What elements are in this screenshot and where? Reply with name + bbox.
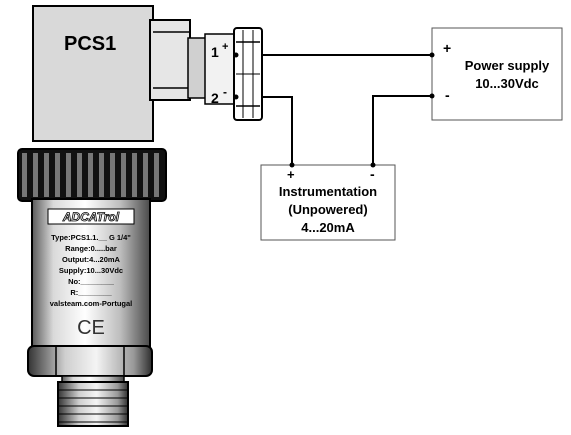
wire-instr-minus-to-psu-minus [372,95,432,165]
device-title: PCS1 [64,33,116,55]
instr-minus-dot [370,162,376,168]
instr-line-2: (Unpowered) [288,202,367,217]
adcatrol-logo: ADCATrol [47,208,135,225]
terminal-2-dot [233,94,239,100]
nameplate-type: Type:PCS1.1.__ G 1/4" [51,233,131,242]
nameplate-output: Output:4...20mA [62,255,121,264]
psu-plus-dot [429,52,435,58]
instrumentation: + - Instrumentation (Unpowered) 4...20mA [260,162,396,241]
nameplate-number: No:________ [68,277,115,286]
instrumentation-box [260,164,396,241]
psu-minus-label: - [445,87,450,103]
terminal-1-polarity: + [222,41,228,53]
ce-mark: CE [77,317,105,339]
psu-rating: 10...30Vdc [475,76,539,91]
terminal-2-polarity: - [223,85,227,99]
brand-logo-text: ADCATrol [62,210,120,224]
instr-plus-label: + [287,167,295,182]
power-supply: + - Power supply 10...30Vdc [429,27,563,121]
nameplate-range: Range:0.....bar [65,244,117,253]
wire-terminal2-to-instr-plus [262,96,293,165]
instr-minus-label: - [370,166,375,182]
psu-minus-dot [429,93,435,99]
terminal-1-dot [233,52,239,58]
nameplate-website: valsteam.com-Portugal [50,299,133,308]
terminal-2-label: 2 [211,90,219,106]
knurled-ring [17,148,167,202]
instr-line-3: 4...20mA [301,220,355,235]
nameplate-supply: Supply:10...30Vdc [59,266,123,275]
process-connection [57,375,129,427]
power-supply-box [431,27,563,121]
instr-plus-dot [289,162,295,168]
terminal-1-label: 1 [211,44,219,60]
hex-nut [27,345,153,377]
nameplate-r: R:________ [70,288,112,297]
wires [262,54,432,165]
psu-plus-label: + [443,40,451,56]
cable-gland [233,27,263,121]
instr-line-1: Instrumentation [279,184,377,199]
psu-title: Power supply [465,58,550,73]
connector-head [32,5,236,142]
